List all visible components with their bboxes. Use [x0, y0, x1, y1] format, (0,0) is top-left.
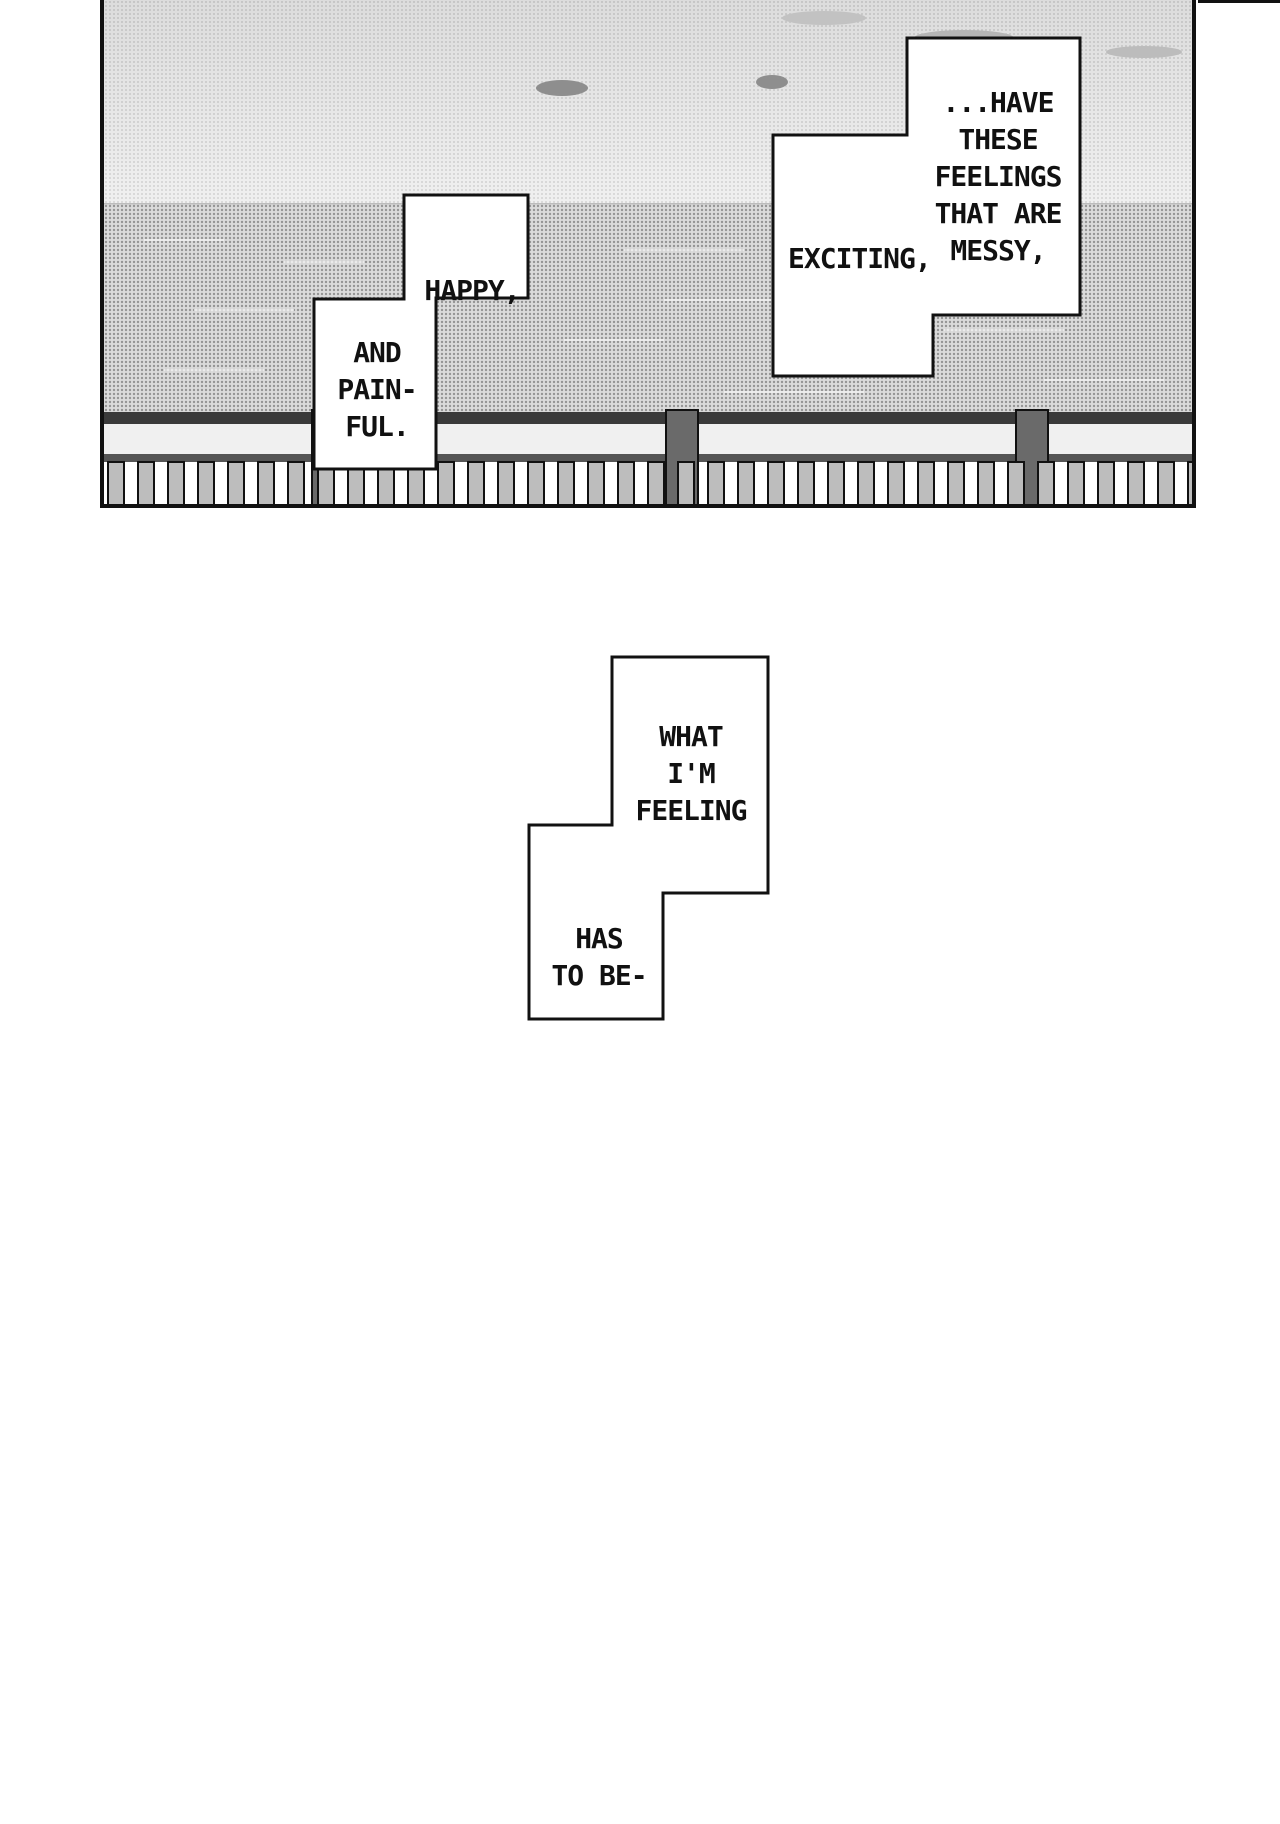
caption-box-what-im-feeling: [527, 655, 770, 1021]
caption-has-to-be: HAS TO BE-: [551, 922, 647, 992]
railing-baluster: [1037, 461, 1055, 504]
cloud: [756, 75, 788, 89]
railing-baluster: [197, 461, 215, 504]
railing-baluster: [917, 461, 935, 504]
caption-and-painful: AND PAIN- FUL.: [337, 336, 417, 443]
railing-baluster: [557, 461, 575, 504]
railing-baluster: [1097, 461, 1115, 504]
railing-baluster: [527, 461, 545, 504]
railing-baluster: [1007, 461, 1025, 504]
caption-exciting: EXCITING,: [788, 242, 932, 275]
cloud: [536, 80, 588, 96]
railing-baluster: [1157, 461, 1175, 504]
railing-baluster: [977, 461, 995, 504]
railing-baluster: [797, 461, 815, 504]
railing-baluster: [227, 461, 245, 504]
railing-baluster: [257, 461, 275, 504]
railing-baluster: [827, 461, 845, 504]
caption-box-happy: [312, 193, 530, 471]
railing-baluster: [107, 461, 125, 504]
railing-baluster: [737, 461, 755, 504]
railing-baluster: [167, 461, 185, 504]
cloud: [782, 11, 866, 25]
railing-baluster: [707, 461, 725, 504]
railing-baluster: [587, 461, 605, 504]
railing-baluster: [647, 461, 665, 504]
railing-baluster: [947, 461, 965, 504]
railing-baluster: [857, 461, 875, 504]
railing-baluster: [617, 461, 635, 504]
page-corner-line: [1198, 0, 1280, 3]
railing-baluster: [1067, 461, 1085, 504]
railing-baluster: [437, 461, 455, 504]
railing-baluster: [677, 461, 695, 504]
railing-baluster: [1187, 461, 1192, 504]
railing-baluster: [287, 461, 305, 504]
railing-baluster: [497, 461, 515, 504]
cloud: [1106, 46, 1182, 58]
railing-baluster: [137, 461, 155, 504]
railing-balusters: [107, 461, 1192, 504]
railing-baluster: [467, 461, 485, 504]
caption-happy: HAPPY,: [424, 274, 520, 307]
railing-baluster: [1127, 461, 1145, 504]
caption-what-im-feeling: WHAT I'M FEELING: [635, 720, 747, 827]
railing-baluster: [767, 461, 785, 504]
railing-baluster: [887, 461, 905, 504]
caption-have-these-feelings: ...HAVE THESE FEELINGS THAT ARE MESSY,: [934, 86, 1063, 267]
caption-box-exciting: [771, 36, 1082, 378]
